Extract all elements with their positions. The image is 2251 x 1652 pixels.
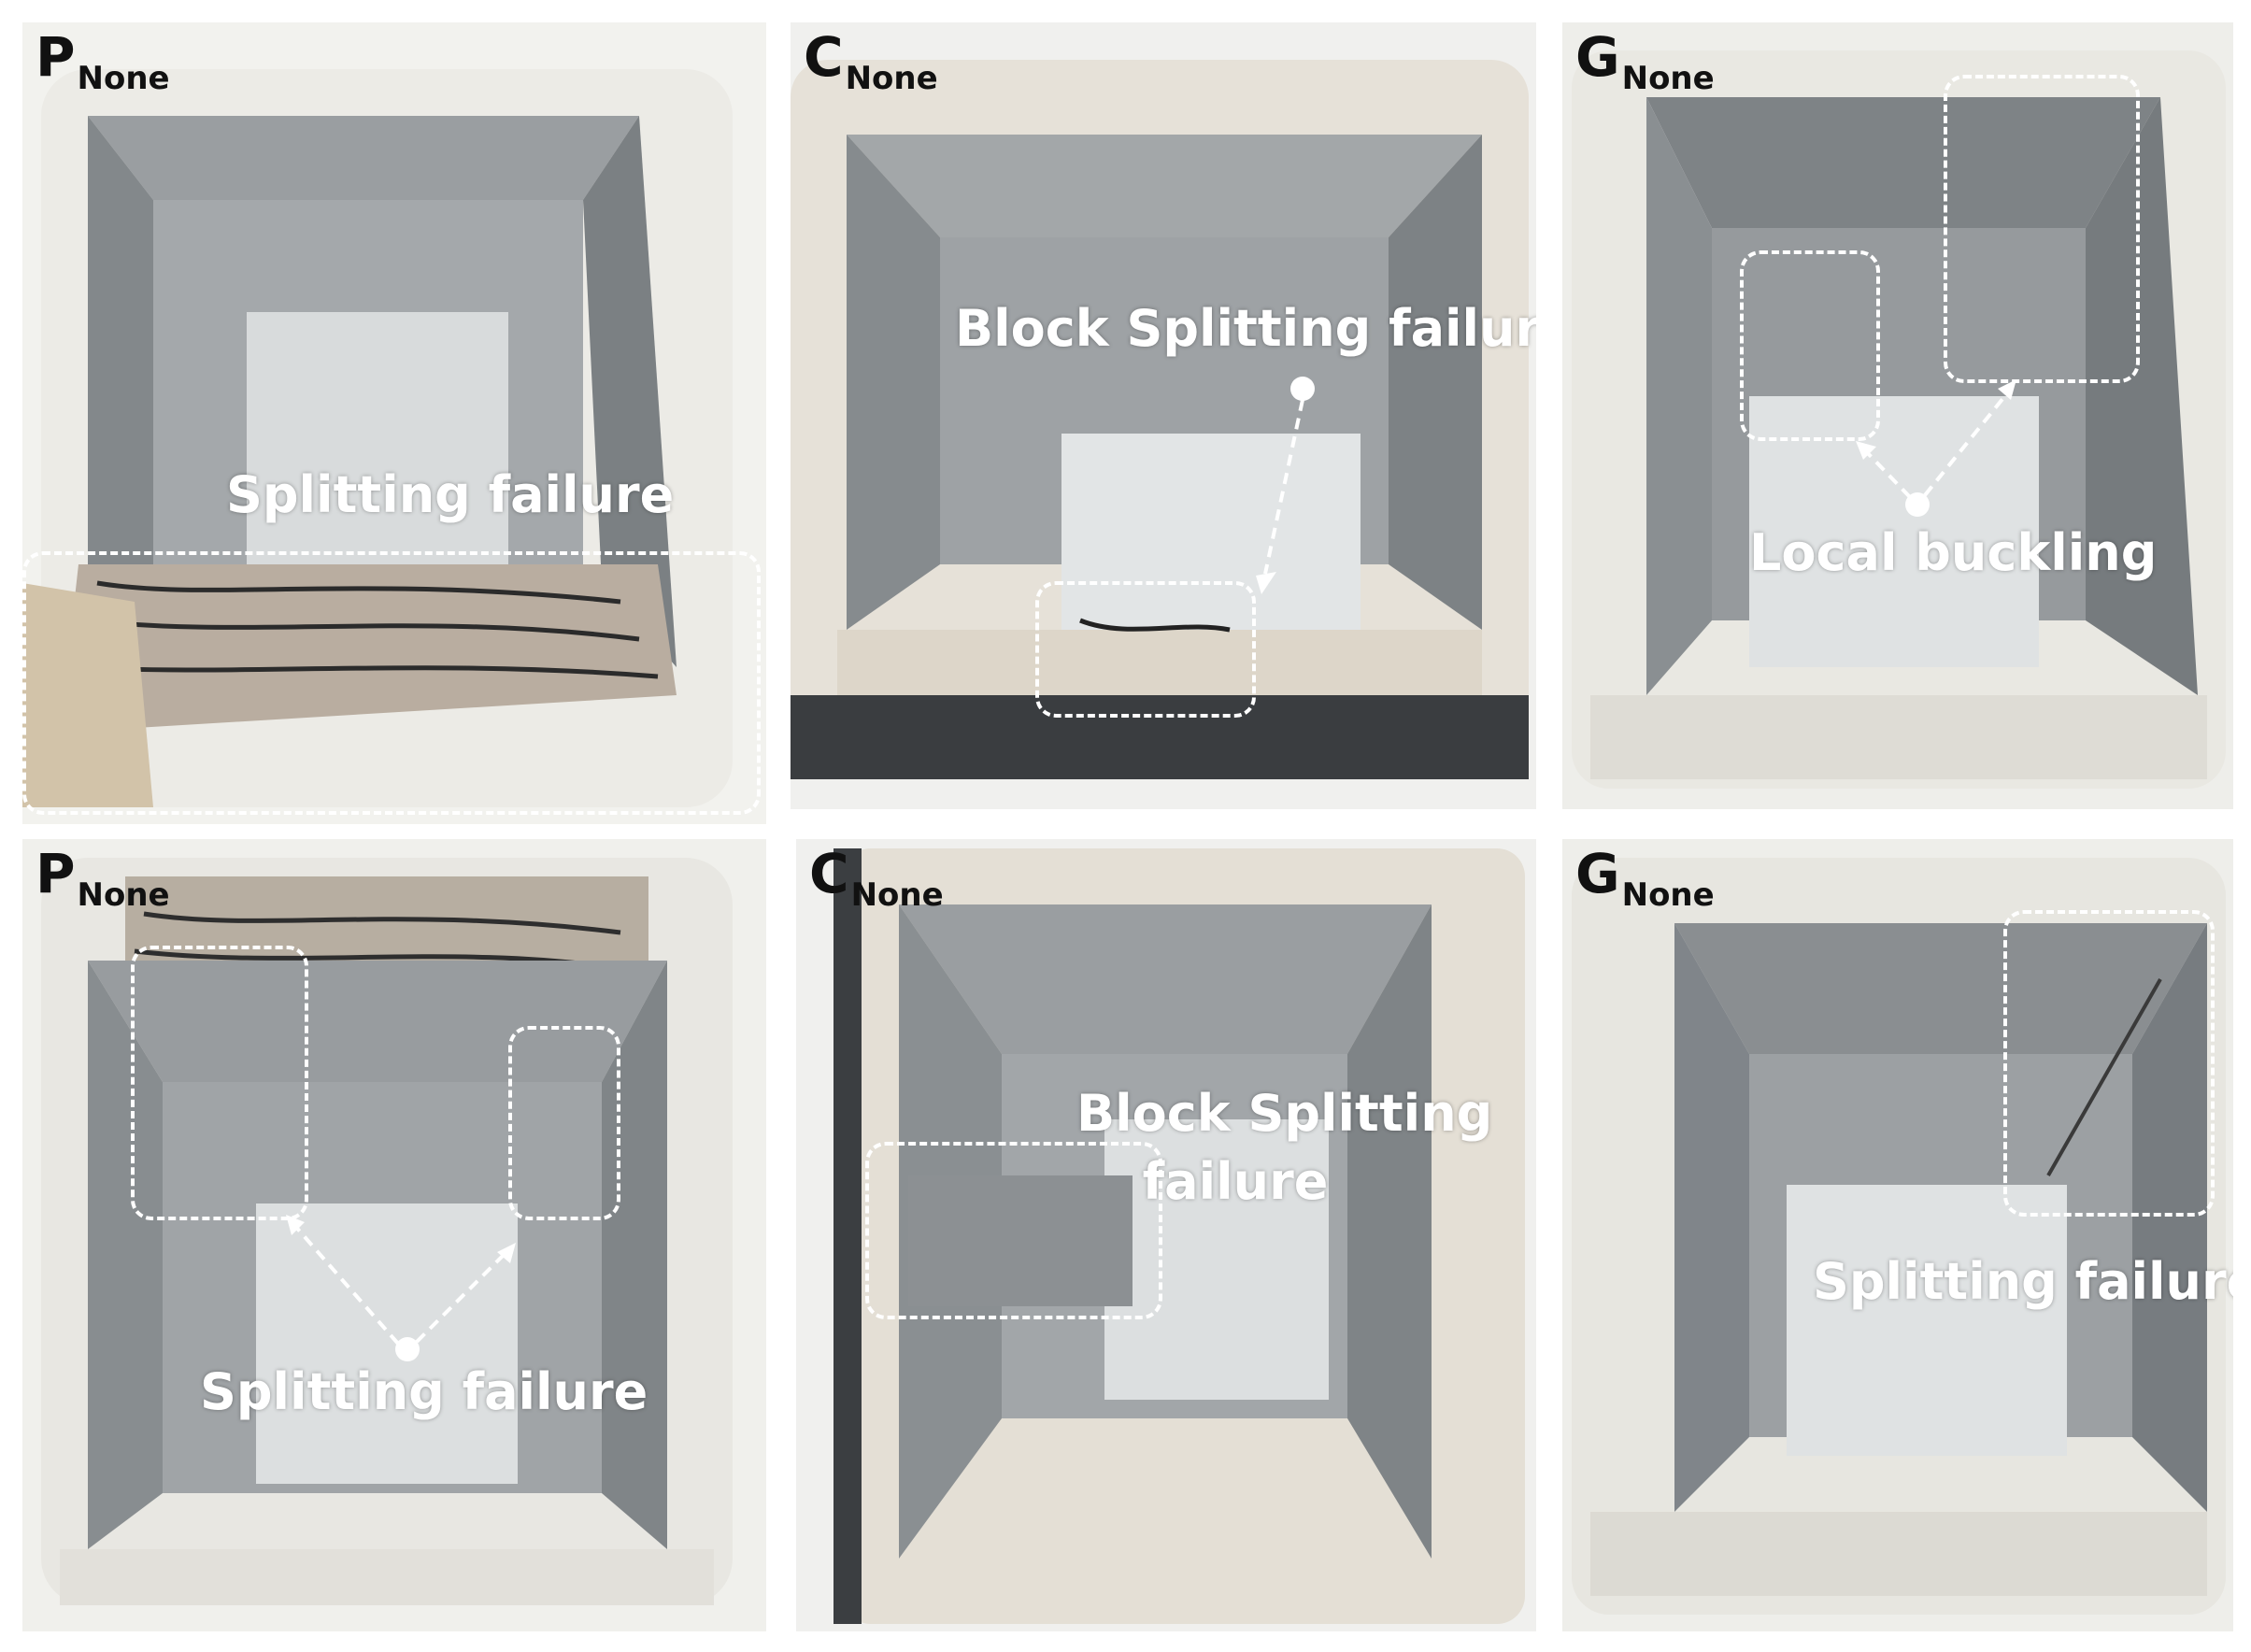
tube-photo bbox=[1562, 22, 2233, 809]
tube-photo bbox=[1562, 839, 2233, 1631]
annotation-box bbox=[865, 1142, 1162, 1319]
photo-panel-p-top: PNone Splitting failure bbox=[22, 22, 766, 824]
annotation-label: Splitting failure bbox=[1813, 1252, 2233, 1311]
specimen-tag: PNone bbox=[36, 842, 170, 914]
annotation-line: Block Splitting bbox=[1076, 1084, 1493, 1143]
annotation-label: Splitting failure bbox=[226, 465, 675, 524]
photo-panel-c-bottom: CNone Block Splitting failure bbox=[796, 839, 1536, 1631]
annotation-box bbox=[22, 551, 761, 815]
photo-panel-g-bottom: GNone Splitting failure bbox=[1562, 839, 2233, 1631]
annotation-box bbox=[2003, 910, 2215, 1217]
specimen-tag: GNone bbox=[1575, 25, 1715, 97]
specimen-tag: CNone bbox=[809, 842, 944, 914]
annotation-box bbox=[1035, 581, 1256, 718]
annotation-label: Local buckling bbox=[1749, 523, 2158, 582]
annotation-box bbox=[1944, 75, 2140, 383]
annotation-label: Block Splitting failure bbox=[955, 299, 1536, 358]
tube-photo bbox=[796, 839, 1536, 1631]
photo-panel-g-top: GNone Local buckling bbox=[1562, 22, 2233, 809]
annotation-box bbox=[1740, 250, 1880, 441]
specimen-tag: CNone bbox=[804, 25, 938, 97]
photo-panel-p-bottom: PNone Splitting failure bbox=[22, 839, 766, 1631]
specimen-tag: GNone bbox=[1575, 842, 1715, 914]
specimen-tag: PNone bbox=[36, 25, 170, 97]
annotation-label: Splitting failure bbox=[200, 1362, 648, 1421]
annotation-line: failure bbox=[1142, 1151, 1329, 1211]
tube-photo bbox=[22, 22, 766, 824]
photo-panel-c-top: CNone Block Splitting failure bbox=[791, 22, 1536, 809]
annotation-label: Block Splitting failure bbox=[1076, 1084, 1493, 1213]
annotation-box bbox=[508, 1026, 620, 1220]
tube-photo bbox=[791, 22, 1536, 809]
annotation-box bbox=[131, 946, 308, 1220]
